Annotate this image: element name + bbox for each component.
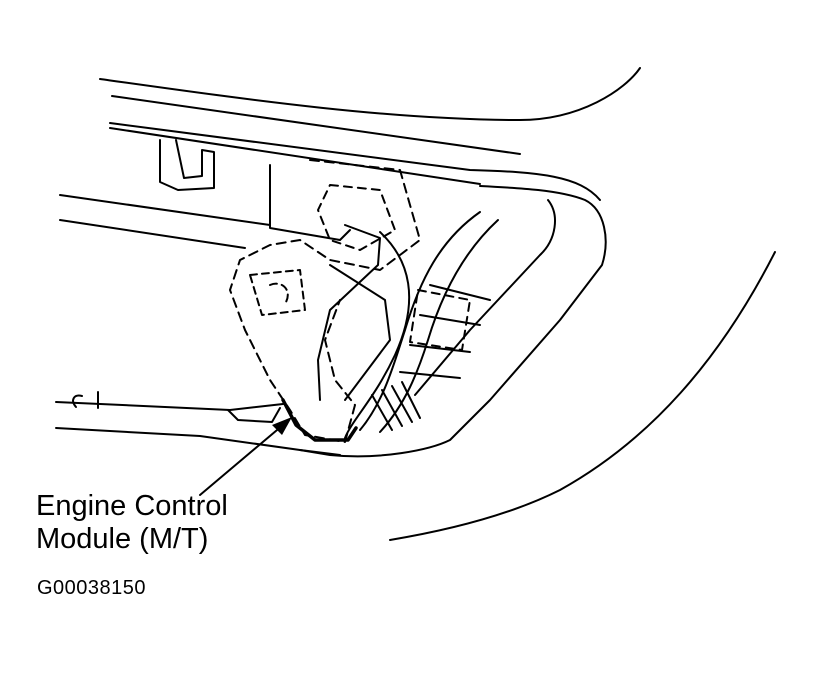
callout-label-line1: Engine Control: [36, 490, 228, 522]
lower-panel-line-1: [55, 401, 284, 411]
panel-line-mid-2: [59, 219, 246, 249]
right-housing: [299, 185, 607, 458]
ecm-inner-dashed: [317, 184, 396, 251]
module-bottom-edge: [281, 398, 358, 442]
panel-line-top-1: [111, 95, 521, 155]
ecm-connector-dashed: [249, 269, 306, 316]
leader-arrowhead: [272, 417, 292, 435]
lower-panel-hook: [72, 391, 99, 409]
lower-fender-curve: [389, 251, 776, 541]
upper-body-curve: [99, 67, 641, 121]
lower-panel-line-2: [55, 427, 341, 456]
mount-arm-lower: [329, 264, 391, 401]
panel-line-mid-1: [59, 194, 271, 226]
mount-arm: [269, 164, 351, 241]
ecm-side-dashed: [409, 289, 471, 351]
hose-inner: [379, 219, 499, 433]
leader-line: [199, 424, 284, 496]
mount-bracket: [317, 224, 381, 401]
figure-id: G00038150: [37, 577, 147, 599]
lower-panel-tab: [227, 407, 281, 423]
callout-label-line2: Module (M/T): [36, 523, 209, 555]
left-bracket: [159, 139, 215, 191]
harness-ribs: [371, 381, 421, 431]
panel-line-top-3: [109, 127, 481, 185]
callout-label: Engine Control Module (M/T): [36, 490, 228, 556]
right-housing-inner: [414, 199, 556, 396]
hose-lower: [344, 231, 411, 439]
harness-bundle: [399, 284, 491, 379]
ecm-outline-dashed: [229, 159, 421, 443]
panel-line-top-2: [109, 122, 601, 201]
